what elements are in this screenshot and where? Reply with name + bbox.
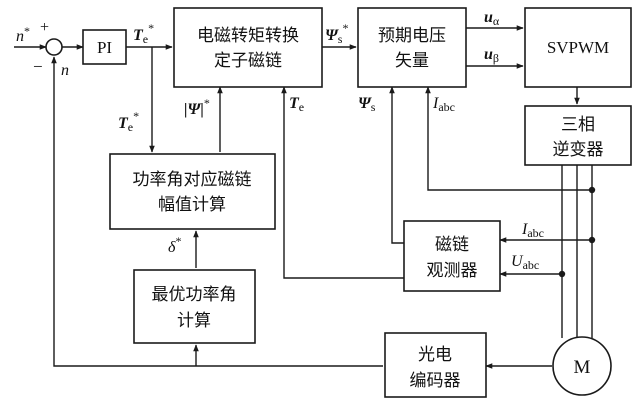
- optimal-angle-label-line2: 计算: [177, 311, 211, 331]
- expected-voltage-vector-block: [357, 7, 467, 88]
- te-feedback-label: Te: [289, 95, 304, 114]
- delta-ref-label: δ*: [168, 234, 181, 256]
- wire-i-abc-to-voltage: [425, 86, 592, 191]
- encoder-label-line1: 光电: [418, 345, 452, 365]
- junction-dot: [588, 236, 596, 244]
- optical-encoder-block: [384, 332, 487, 398]
- signal-wires: [14, 25, 593, 369]
- wire-psi-s-feedback: [389, 86, 404, 244]
- u-beta-label: uβ: [484, 46, 499, 65]
- motor-label: M: [574, 357, 591, 378]
- psi-ref-label: Ψs*: [325, 21, 348, 46]
- flux-observer-label-line2: 观测器: [427, 261, 478, 281]
- junction-dots: [558, 186, 596, 278]
- flux-observer-block: [403, 220, 501, 292]
- junction-dot: [588, 186, 596, 194]
- wire-speed-feedback: [51, 56, 383, 367]
- svpwm-label: SVPWM: [547, 38, 609, 57]
- minus-sign: −: [33, 57, 43, 76]
- speed-feedback-label: n: [61, 62, 69, 79]
- power-angle-label-line1: 功率角对应磁链: [133, 170, 252, 190]
- inverter-label-line1: 三相: [561, 115, 595, 135]
- encoder-label-line2: 编码器: [410, 371, 461, 391]
- motor-symbol: [552, 336, 612, 396]
- power-angle-label-line2: 幅值计算: [158, 195, 226, 215]
- optimal-angle-label-line1: 最优功率角: [152, 285, 237, 305]
- te-ref-label-branch: Te*: [118, 109, 139, 134]
- converter-label-line2: 定子磁链: [214, 51, 282, 71]
- u-abc-observer-label: Uabc: [511, 253, 539, 272]
- torque-to-flux-converter-block: [173, 7, 323, 88]
- plus-sign: +: [40, 19, 49, 36]
- expected-voltage-label-line2: 矢量: [395, 51, 429, 71]
- u-alpha-label: uα: [484, 9, 500, 28]
- pi-controller-block: [82, 29, 127, 65]
- optimal-power-angle-block: [133, 269, 256, 344]
- svpwm-block: [524, 7, 632, 88]
- summing-junction: [45, 38, 63, 56]
- inverter-label-line2: 逆变器: [553, 140, 604, 160]
- wire-te-feedback: [281, 86, 404, 279]
- psi-magnitude-label: |Ψ|*: [184, 96, 210, 118]
- i-abc-observer-label: Iabc: [521, 221, 544, 240]
- flux-observer-label-line1: 磁链: [435, 235, 469, 255]
- power-angle-flux-amplitude-block: [109, 153, 276, 230]
- i-abc-top-label: Iabc: [432, 95, 455, 114]
- three-phase-inverter-block: [524, 105, 632, 166]
- speed-ref-label: n*: [16, 24, 30, 45]
- converter-label-line1: 电磁转矩转换: [197, 26, 299, 46]
- expected-voltage-label-line1: 预期电压: [378, 26, 446, 46]
- psi-s-label: Ψs: [358, 95, 376, 114]
- junction-dot: [558, 270, 566, 278]
- te-ref-label-top: Te*: [133, 21, 154, 46]
- pi-controller-label: PI: [97, 38, 112, 57]
